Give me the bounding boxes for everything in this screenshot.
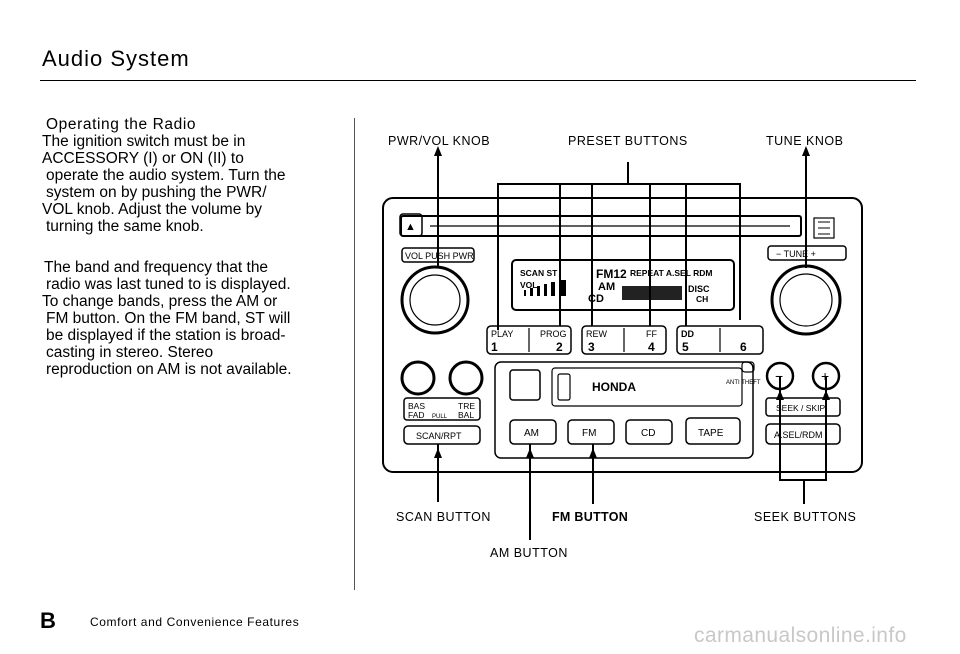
cd-button [625,419,673,445]
body-line: be displayed if the station is broad- [46,327,286,344]
bas-tre-label-box [403,397,481,421]
body-line: turning the same knob. [46,218,204,235]
callout-pwr-vol-knob: PWR/VOL KNOB [388,134,491,148]
display-am: AM [598,281,615,293]
asel-rdm-label: A.SEL/RDM [774,430,823,440]
preset-5-num: 5 [682,340,689,354]
preset-3-top: REW [586,329,608,339]
display-band: FM12 [596,267,627,281]
cd-logo-block [813,217,835,239]
preset-1-num: 1 [491,340,498,354]
body-line: reproduction on AM is not available. [46,361,292,378]
tape-button-label: TAPE [698,428,724,439]
seek-skip-box [765,397,841,417]
preset-4-top: FF [646,329,657,339]
body-line: system on by pushing the PWR/ [46,184,267,201]
anti-theft-label: ANTI THEFT [726,380,761,386]
footer-section-letter: B [40,608,56,633]
am-button-label: AM [524,428,539,439]
tre-knob [448,360,484,396]
preset-3-num: 3 [588,340,595,354]
eject-frame [399,213,423,237]
display-scan-st: SCAN ST [520,268,558,278]
tune-knob [770,264,842,336]
pull-label: PULL [432,414,448,420]
body-line: operate the audio system. Turn the [46,167,286,184]
body-line: casting in stereo. Stereo [46,344,214,361]
header-rule [40,80,916,81]
display-disc: DISC [688,284,710,294]
footer-section-title: Comfort and Convenience Features [90,615,300,629]
honda-logo: HONDA [592,380,636,394]
callout-fm-button: FM BUTTON [552,510,629,524]
display-vol: VOL [520,280,537,290]
tape-slot [400,215,802,237]
body-line: FM button. On the FM band, ST will [46,310,291,327]
preset-6-num: 6 [740,340,747,354]
eject-icon: ▲ [405,221,416,233]
bas-label: BAS [408,401,425,411]
cassette-door [551,367,743,407]
preset-2-top: PROG [540,329,567,339]
preset-1-top: PLAY [491,329,513,339]
cd-button-label: CD [641,428,655,439]
preset-group-34 [581,325,667,355]
radio-display [511,259,735,311]
display-repeat: REPEAT A.SEL RDM [630,268,713,278]
section-heading: Operating the Radio [46,116,197,133]
asel-rdm-button [765,423,841,445]
column-divider [354,118,355,590]
body-line: The ignition switch must be in [42,133,246,150]
preset-5-top: DD [681,329,694,339]
tape-button [685,417,741,445]
vol-label: VOL PUSH PWR [405,251,474,261]
cassette-panel [494,361,754,459]
tune-label: − TUNE + [776,249,816,259]
tre-label: TRE [458,401,475,411]
fm-button [567,419,615,445]
display-ch: CH [696,294,708,304]
scan-rpt-label: SCAN/RPT [416,431,462,441]
preset-group-12 [486,325,572,355]
page-title: Audio System [42,46,190,71]
callout-am-button: AM BUTTON [490,546,568,560]
body-line: To change bands, press the AM or [42,293,278,310]
scan-rpt-button [403,425,481,445]
preset-2-num: 2 [556,340,563,354]
body-line: ACCESSORY (I) or ON (II) to [42,150,244,167]
body-line: VOL knob. Adjust the volume by [42,201,262,218]
preset-4-num: 4 [648,340,655,354]
fm-button-label: FM [582,428,596,439]
callout-seek-buttons: SEEK BUTTONS [754,510,857,524]
radio-faceplate [382,197,863,473]
callout-tune-knob: TUNE KNOB [766,134,844,148]
fad-label: FAD [408,410,425,420]
cassette-eject-button [509,369,541,401]
bas-knob [400,360,436,396]
callout-scan-button: SCAN BUTTON [396,510,491,524]
am-button [509,419,557,445]
callout-preset-buttons: PRESET BUTTONS [568,134,688,148]
body-line: radio was last tuned to is displayed. [46,276,291,293]
bal-label: BAL [458,410,474,420]
seek-skip-label: SEEK / SKIP [776,403,825,413]
preset-group-56 [676,325,764,355]
anti-theft-led [741,361,755,373]
body-line: The band and frequency that the [44,259,269,276]
display-cd: CD [588,293,604,305]
pwr-vol-knob [400,265,470,335]
plus-icon: + [821,368,829,384]
watermark: carmanualsonline.info [694,624,907,647]
minus-icon: − [775,368,783,384]
